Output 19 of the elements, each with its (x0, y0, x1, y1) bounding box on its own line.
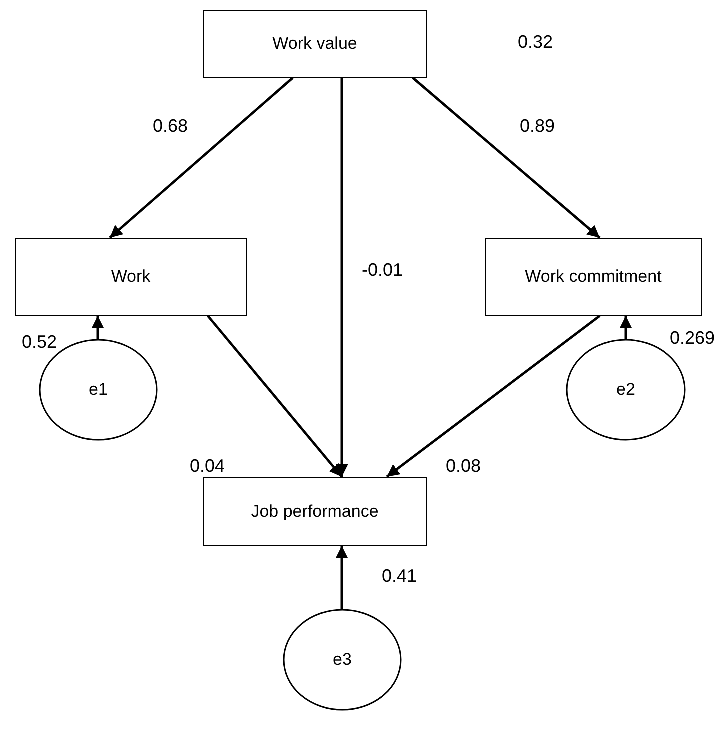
node-label: e2 (616, 380, 636, 400)
arrow (207, 315, 343, 478)
arrow (336, 78, 348, 477)
arrow (92, 316, 104, 340)
variable-box (485, 238, 702, 316)
arrow (336, 546, 348, 610)
node-label: Job performance (251, 502, 379, 522)
node-label: Work value (272, 34, 358, 54)
variable-box (203, 10, 427, 78)
variable-box (15, 238, 247, 316)
node-label: e1 (89, 380, 108, 400)
arrow (386, 315, 601, 478)
node-label: Work (111, 267, 151, 287)
variable-box (203, 477, 427, 546)
arrow (109, 77, 294, 239)
node-label: e3 (333, 650, 352, 670)
arrow (620, 316, 632, 340)
node-label: Work commitment (525, 267, 662, 287)
arrow (412, 77, 601, 239)
